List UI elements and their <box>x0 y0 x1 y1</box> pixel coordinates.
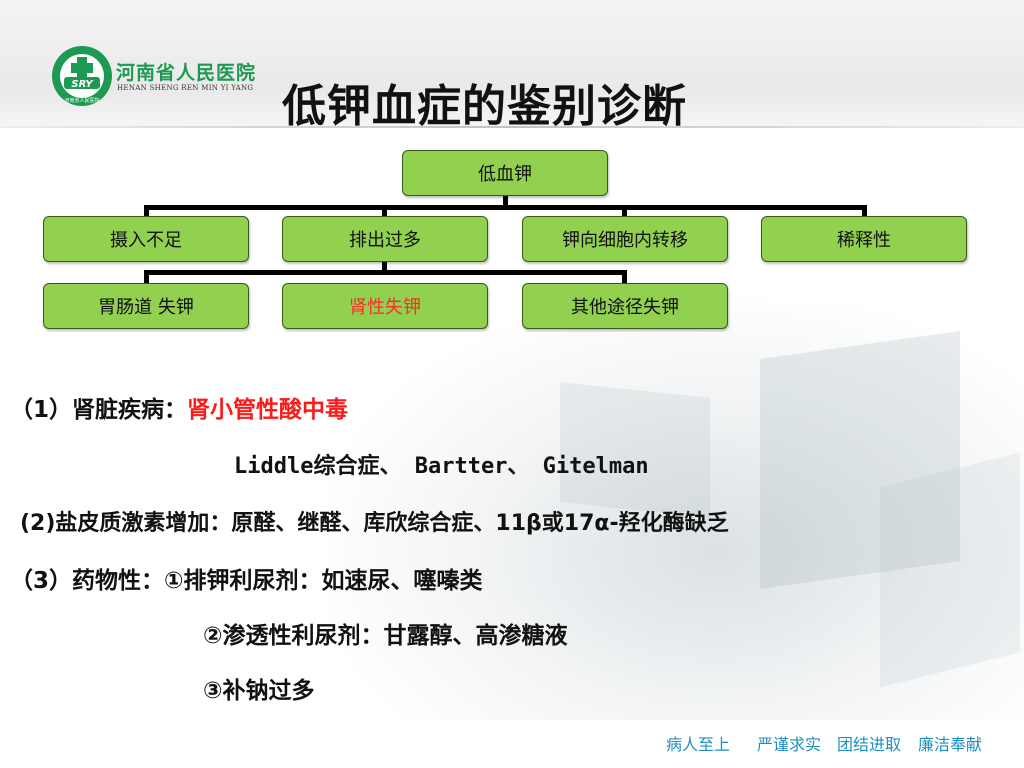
chart-node-renal-loss: 肾性失钾 <box>282 283 488 329</box>
content-line-renal-prefix: （1）肾脏疾病： <box>10 397 188 423</box>
footer-slogan: 团结进取 <box>837 735 902 754</box>
chart-node-excretion: 排出过多 <box>282 216 488 262</box>
content-line-syndromes: Liddle综合症、 Bartter、 Gitelman <box>234 454 649 479</box>
connector-line <box>503 194 508 208</box>
chart-node-dilution: 稀释性 <box>761 216 967 262</box>
hospital-logo-icon: SRY 河南省人民医院 <box>52 46 112 106</box>
slide-title: 低钾血症的鉴别诊断 <box>282 81 687 132</box>
chart-node-root: 低血钾 <box>402 150 608 196</box>
connector-line <box>144 205 866 210</box>
chart-node-intake: 摄入不足 <box>43 216 249 262</box>
background-building-image <box>330 300 1024 720</box>
chart-node-gi-loss: 胃肠道 失钾 <box>43 283 249 329</box>
connector-line <box>144 205 149 218</box>
connector-line <box>622 270 627 284</box>
footer-slogan: 廉洁奉献 <box>918 735 983 754</box>
content-line-sodium: ③补钠过多 <box>203 678 315 704</box>
connector-line <box>622 205 627 218</box>
logo-text: SRY <box>71 79 94 90</box>
footer-slogan: 病人至上 <box>666 735 731 754</box>
content-line-renal-highlight: 肾小管性酸中毒 <box>187 397 349 423</box>
connector-line <box>382 261 387 275</box>
background-building-block <box>880 452 1020 688</box>
hospital-name-en: HENAN SHENG REN MIN YI YANG <box>117 84 254 92</box>
header-band <box>0 0 1024 128</box>
chart-node-intracellular-shift: 钾向细胞内转移 <box>522 216 728 262</box>
connector-line <box>862 205 867 218</box>
connector-line <box>144 270 149 284</box>
chart-node-other-loss: 其他途径失钾 <box>522 283 728 329</box>
hospital-name-cn: 河南省人民医院 <box>116 62 257 84</box>
logo-ring-text: 河南省人民医院 <box>64 97 99 104</box>
content-line-drug: （3）药物性：①排钾利尿剂：如速尿、噻嗪类 <box>10 568 483 594</box>
content-line-mineralocorticoid: (2)盐皮质激素增加：原醛、继醛、库欣综合症、11β或17α-羟化酶缺乏 <box>20 511 729 536</box>
connector-line <box>144 270 627 275</box>
content-line-osmotic: ②渗透性利尿剂：甘露醇、高渗糖液 <box>203 623 568 649</box>
footer-slogan: 严谨求实 <box>757 735 822 754</box>
connector-line <box>382 205 387 218</box>
content-line-renal: （1）肾脏疾病：肾小管性酸中毒 <box>10 390 348 424</box>
